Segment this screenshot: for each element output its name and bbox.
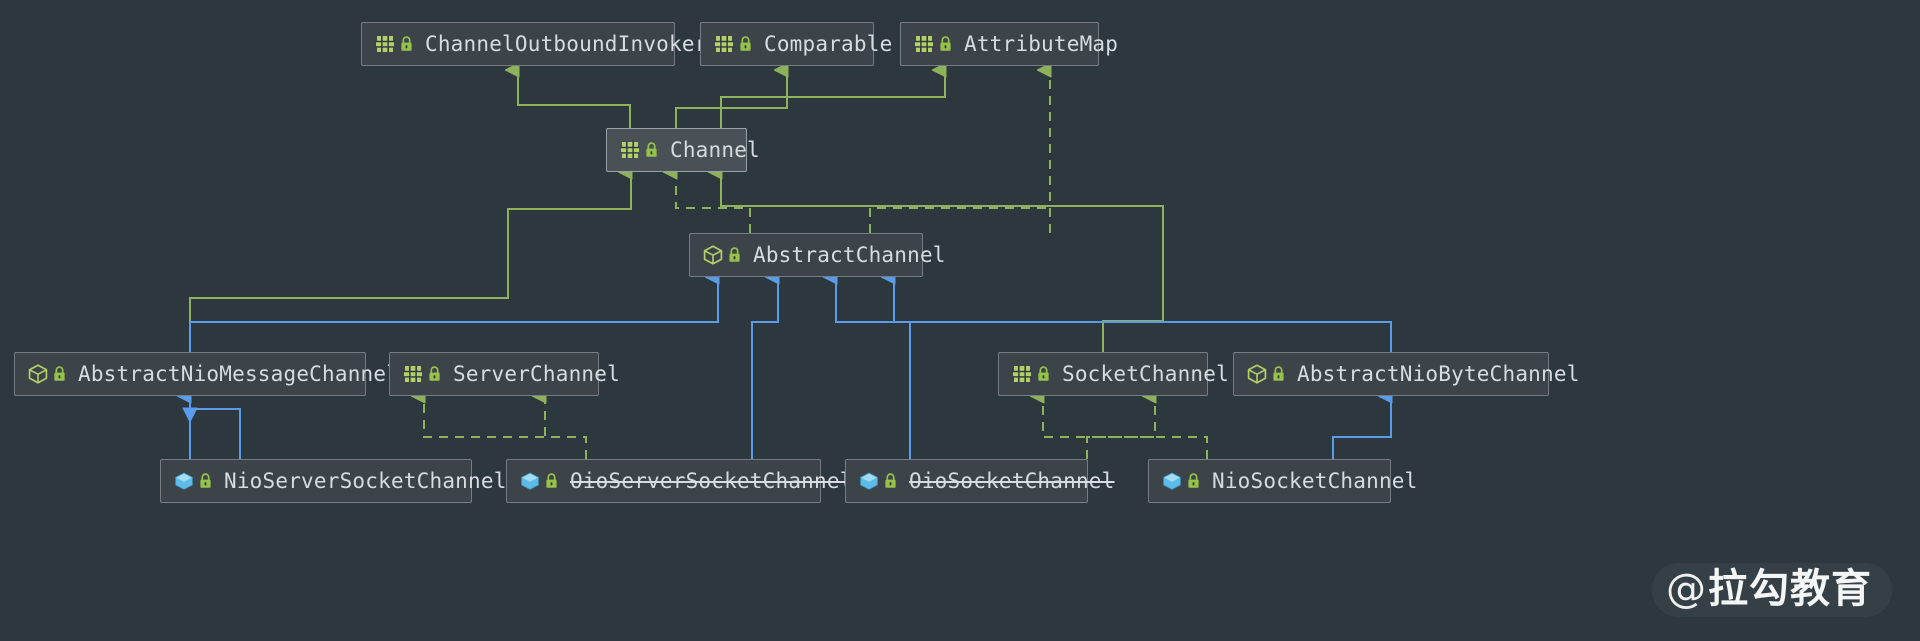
class-node-abstract-nio-message-channel[interactable]: AbstractNioMessageChannel	[14, 352, 399, 396]
class-node-nio-socket-channel[interactable]: NioSocketChannel	[1148, 459, 1417, 503]
lock-icon	[429, 366, 440, 381]
edge-abstract-nio-message-channel-to-channel	[189, 172, 631, 352]
interface-icon	[714, 35, 734, 53]
class-node-label: OioServerSocketChannel	[570, 468, 853, 493]
lock-icon	[546, 473, 557, 488]
class-node-channel[interactable]: Channel	[606, 128, 760, 172]
class-node-abstract-nio-byte-channel[interactable]: AbstractNioByteChannel	[1233, 352, 1579, 396]
edge-nio-socket-channel-to-abstract-nio-byte-channel	[1332, 396, 1391, 459]
class-node-abstract-channel[interactable]: AbstractChannel	[689, 233, 945, 277]
class-node-attribute-map[interactable]: AttributeMap	[900, 22, 1118, 66]
abstract-class-icon	[28, 364, 48, 384]
edge-abstract-channel-to-channel	[676, 172, 751, 233]
watermark: @ 拉勾教育	[1652, 563, 1892, 617]
class-node-channel-outbound-invoker[interactable]: ChannelOutboundInvoker	[361, 22, 707, 66]
lock-icon	[401, 36, 412, 51]
edge-oio-server-socket-channel-to-abstract-channel	[751, 277, 778, 459]
class-node-label: AbstractChannel	[753, 242, 946, 267]
edge-oio-socket-channel-to-abstract-channel	[836, 277, 911, 459]
edge-channel-to-attribute-map	[720, 70, 945, 128]
abstract-class-icon	[703, 245, 723, 265]
class-node-oio-socket-channel[interactable]: OioSocketChannel	[845, 459, 1114, 503]
class-node-label: ServerChannel	[453, 361, 620, 386]
edge-channel-to-comparable	[675, 70, 787, 128]
lock-icon	[1273, 366, 1284, 381]
watermark-at-symbol: @	[1666, 566, 1706, 612]
edge-abstract-channel-to-abstract-channel-left	[869, 207, 1050, 233]
watermark-text: 拉勾教育	[1708, 566, 1872, 612]
edge-channel-to-channel-outbound-invoker	[518, 70, 631, 128]
edge-nio-server-socket-channel-to-server-channel	[545, 396, 587, 459]
lock-icon	[729, 247, 740, 262]
class-node-label: SocketChannel	[1062, 361, 1229, 386]
lock-icon	[740, 36, 751, 51]
class-node-label: Comparable	[764, 31, 893, 56]
abstract-class-icon	[1247, 364, 1267, 384]
edge-nio-socket-channel-to-socket-channel	[1043, 396, 1208, 459]
class-node-label: NioSocketChannel	[1212, 468, 1418, 493]
lock-icon	[940, 36, 951, 51]
lock-icon	[885, 473, 896, 488]
class-node-socket-channel[interactable]: SocketChannel	[998, 352, 1229, 396]
class-icon	[521, 472, 539, 490]
class-node-server-channel[interactable]: ServerChannel	[389, 352, 620, 396]
interface-icon	[375, 35, 395, 53]
edge-abstract-nio-message-channel-to-abstract-channel	[189, 277, 718, 352]
lock-icon	[646, 142, 657, 157]
lock-icon	[54, 366, 65, 381]
edge-oio-server-socket-channel-to-server-channel	[424, 396, 587, 459]
edge-abstract-nio-byte-channel-to-abstract-channel	[894, 277, 1392, 352]
class-node-comparable[interactable]: Comparable	[700, 22, 892, 66]
class-node-label: AbstractNioByteChannel	[1297, 361, 1580, 386]
lock-icon	[1188, 473, 1199, 488]
class-node-label: OioSocketChannel	[909, 468, 1115, 493]
class-node-label: AbstractNioMessageChannel	[78, 361, 400, 386]
class-icon	[175, 472, 193, 490]
interface-icon	[914, 35, 934, 53]
edge-nio-server-socket-channel-mid-to-abstract-channel	[190, 409, 241, 459]
interface-icon	[1012, 365, 1032, 383]
lock-icon	[200, 473, 211, 488]
class-icon	[860, 472, 878, 490]
interface-icon	[403, 365, 423, 383]
interface-icon	[620, 141, 640, 159]
class-node-label: NioServerSocketChannel	[224, 468, 507, 493]
class-node-nio-server-socket-channel[interactable]: NioServerSocketChannel	[160, 459, 506, 503]
class-node-label: Channel	[670, 137, 760, 162]
class-node-oio-server-socket-channel[interactable]: OioServerSocketChannel	[506, 459, 852, 503]
class-node-label: AttributeMap	[964, 31, 1119, 56]
class-node-label: ChannelOutboundInvoker	[425, 31, 708, 56]
lock-icon	[1038, 366, 1049, 381]
class-icon	[1163, 472, 1181, 490]
edge-oio-socket-channel-to-socket-channel	[1086, 396, 1155, 459]
